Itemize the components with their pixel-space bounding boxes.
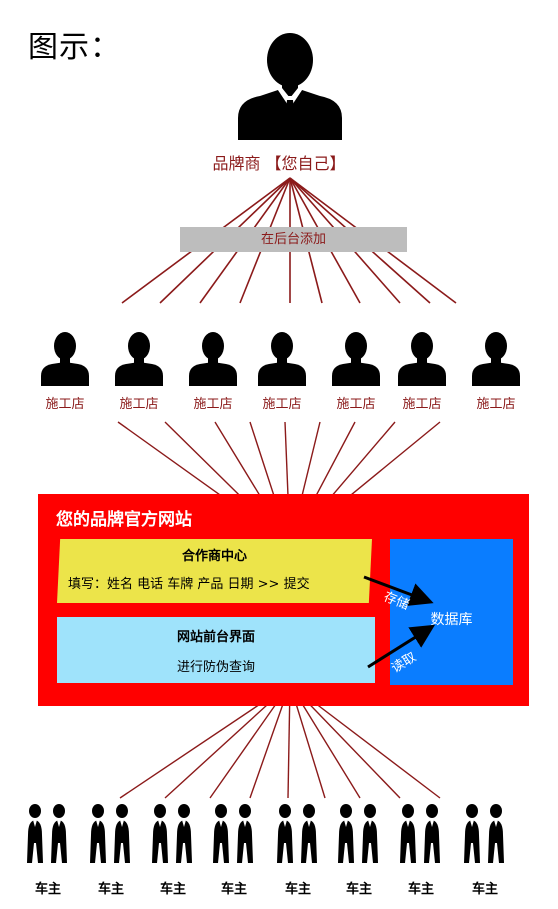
owner-label: 车主 bbox=[159, 882, 186, 897]
shop-person-icon bbox=[332, 328, 380, 386]
shop-person-icon bbox=[189, 328, 237, 386]
database-box bbox=[390, 539, 513, 685]
car-owner-couple-icon bbox=[337, 803, 381, 863]
shop-person-icon bbox=[472, 328, 520, 386]
shop-person-icon bbox=[258, 328, 306, 386]
website-title: 您的品牌官方网站 bbox=[56, 510, 192, 530]
owner-label: 车主 bbox=[407, 882, 434, 897]
owner-label: 车主 bbox=[97, 882, 124, 897]
shop-label: 施工店 bbox=[336, 397, 376, 412]
owner-label: 车主 bbox=[220, 882, 247, 897]
car-owner-couple-icon bbox=[463, 803, 507, 863]
website-front-text: 进行防伪查询 bbox=[176, 660, 255, 675]
car-owner-couple-icon bbox=[151, 803, 195, 863]
website-front-box bbox=[57, 617, 375, 683]
car-owner-couple-icon bbox=[26, 803, 70, 863]
owner-label: 车主 bbox=[345, 882, 372, 897]
partner-center-form-text: 填写：姓名 电话 车牌 产品 日期 >> 提交 bbox=[68, 577, 310, 592]
page-title: 图示： bbox=[28, 30, 121, 65]
brand-person-icon bbox=[238, 18, 342, 140]
shop-person-icon bbox=[41, 328, 89, 386]
owner-label: 车主 bbox=[471, 882, 498, 897]
car-owner-couple-icon bbox=[276, 803, 320, 863]
database-label: 数据库 bbox=[430, 612, 473, 628]
car-owner-couple-icon bbox=[212, 803, 256, 863]
owner-label: 车主 bbox=[284, 882, 311, 897]
shop-label: 施工店 bbox=[476, 397, 516, 412]
website-front-title: 网站前台界面 bbox=[176, 630, 255, 645]
shop-label: 施工店 bbox=[402, 397, 442, 412]
owner-label: 车主 bbox=[34, 882, 61, 897]
store-arrow bbox=[363, 575, 434, 606]
read-arrow bbox=[367, 624, 436, 669]
shop-label: 施工店 bbox=[193, 397, 233, 412]
shop-person-icon bbox=[115, 328, 163, 386]
car-owner-couple-icon bbox=[89, 803, 133, 863]
partner-center-title: 合作商中心 bbox=[181, 549, 247, 564]
backend-add-bar: 在后台添加 bbox=[180, 227, 407, 252]
shop-label: 施工店 bbox=[45, 397, 85, 412]
shop-person-icon bbox=[398, 328, 446, 386]
car-owner-couple-icon bbox=[399, 803, 443, 863]
shop-label: 施工店 bbox=[262, 397, 302, 412]
brand-label: 品牌商 【您自己】 bbox=[212, 154, 346, 173]
shop-label: 施工店 bbox=[119, 397, 159, 412]
partner-center-box bbox=[57, 539, 372, 603]
